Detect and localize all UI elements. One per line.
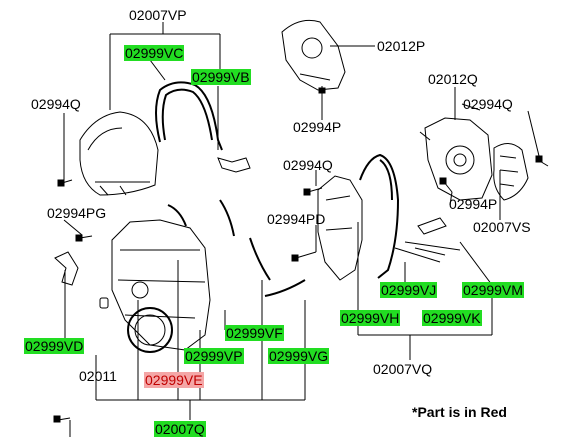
label-02999VG: 02999VG [268, 348, 330, 364]
label-02999VK: 02999VK [422, 310, 482, 326]
part-pulley-ring [127, 307, 173, 353]
label-02007Q: 02007Q [154, 421, 206, 437]
label-02994Q-mid: 02994Q [283, 157, 333, 173]
part-seal-vb [217, 157, 251, 173]
label-02999VH: 02999VH [340, 310, 401, 326]
part-seal-VD [54, 251, 79, 286]
part-upper-cover-left [79, 111, 159, 196]
part-seal-VJ-VM [394, 217, 461, 263]
part-dowel-02011 [99, 297, 109, 309]
bolt-02994PG [75, 234, 93, 242]
part-rear-plate-02012Q [419, 117, 493, 201]
part-mid-cover-right [317, 175, 363, 281]
label-02994P-right: 02994P [449, 196, 498, 212]
label-02994PD: 02994PD [267, 211, 326, 227]
label-02012Q: 02012Q [428, 71, 478, 87]
label-02011: 02011 [79, 368, 117, 384]
bolt-02994Q-mid [303, 187, 323, 196]
label-02999VE: 02999VE [144, 372, 204, 388]
label-02994Q-right: 02994Q [463, 96, 513, 112]
label-02007VS: 02007VS [473, 219, 531, 235]
bolt-02994P-top [318, 87, 326, 104]
label-02999VF: 02999VF [225, 325, 284, 341]
label-02007VP: 02007VP [129, 7, 187, 23]
part-lower-cover [111, 219, 211, 351]
part-seal-VF-VG [167, 199, 306, 297]
part-belt-upper [155, 81, 223, 151]
label-02012P: 02012P [377, 38, 426, 54]
label-02999VJ: 02999VJ [380, 282, 438, 298]
label-02994Q-left: 02994Q [31, 96, 81, 112]
label-02007VQ: 02007VQ [373, 361, 433, 377]
label-02999VB: 02999VB [191, 69, 251, 85]
bolt-02994PD [291, 251, 317, 262]
label-02994P-top: 02994P [293, 119, 342, 135]
label-02994PG: 02994PG [47, 205, 107, 221]
label-02999VM: 02999VM [462, 282, 524, 298]
part-upper-cover-right [281, 19, 346, 91]
bolt-02994P-right [439, 177, 453, 193]
part-gasket-right [359, 153, 400, 279]
bolt-02994Q-left [57, 179, 73, 187]
part-note: *Part is in Red [412, 404, 507, 420]
label-02999VD: 02999VD [24, 338, 85, 354]
bolt-bottom-left [53, 415, 71, 423]
part-cover-02007VS [493, 143, 529, 201]
label-02999VC: 02999VC [124, 45, 185, 61]
label-02999VP: 02999VP [184, 348, 244, 364]
bolt-right-02994Q [535, 155, 549, 167]
